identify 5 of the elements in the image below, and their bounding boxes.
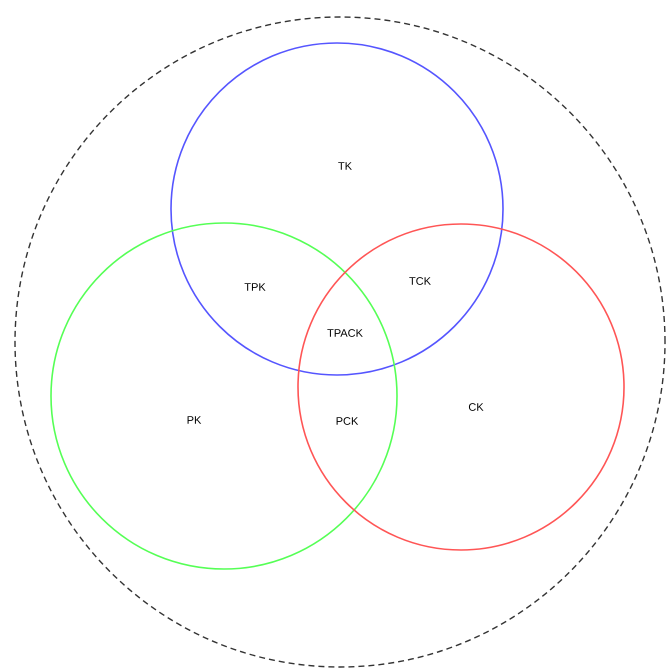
region-label: TPACK (327, 329, 363, 337)
region-label: TPK (244, 283, 266, 291)
region-label: PCK (336, 417, 358, 425)
region-label: TCK (409, 277, 431, 285)
dashed-circle (14, 16, 666, 668)
